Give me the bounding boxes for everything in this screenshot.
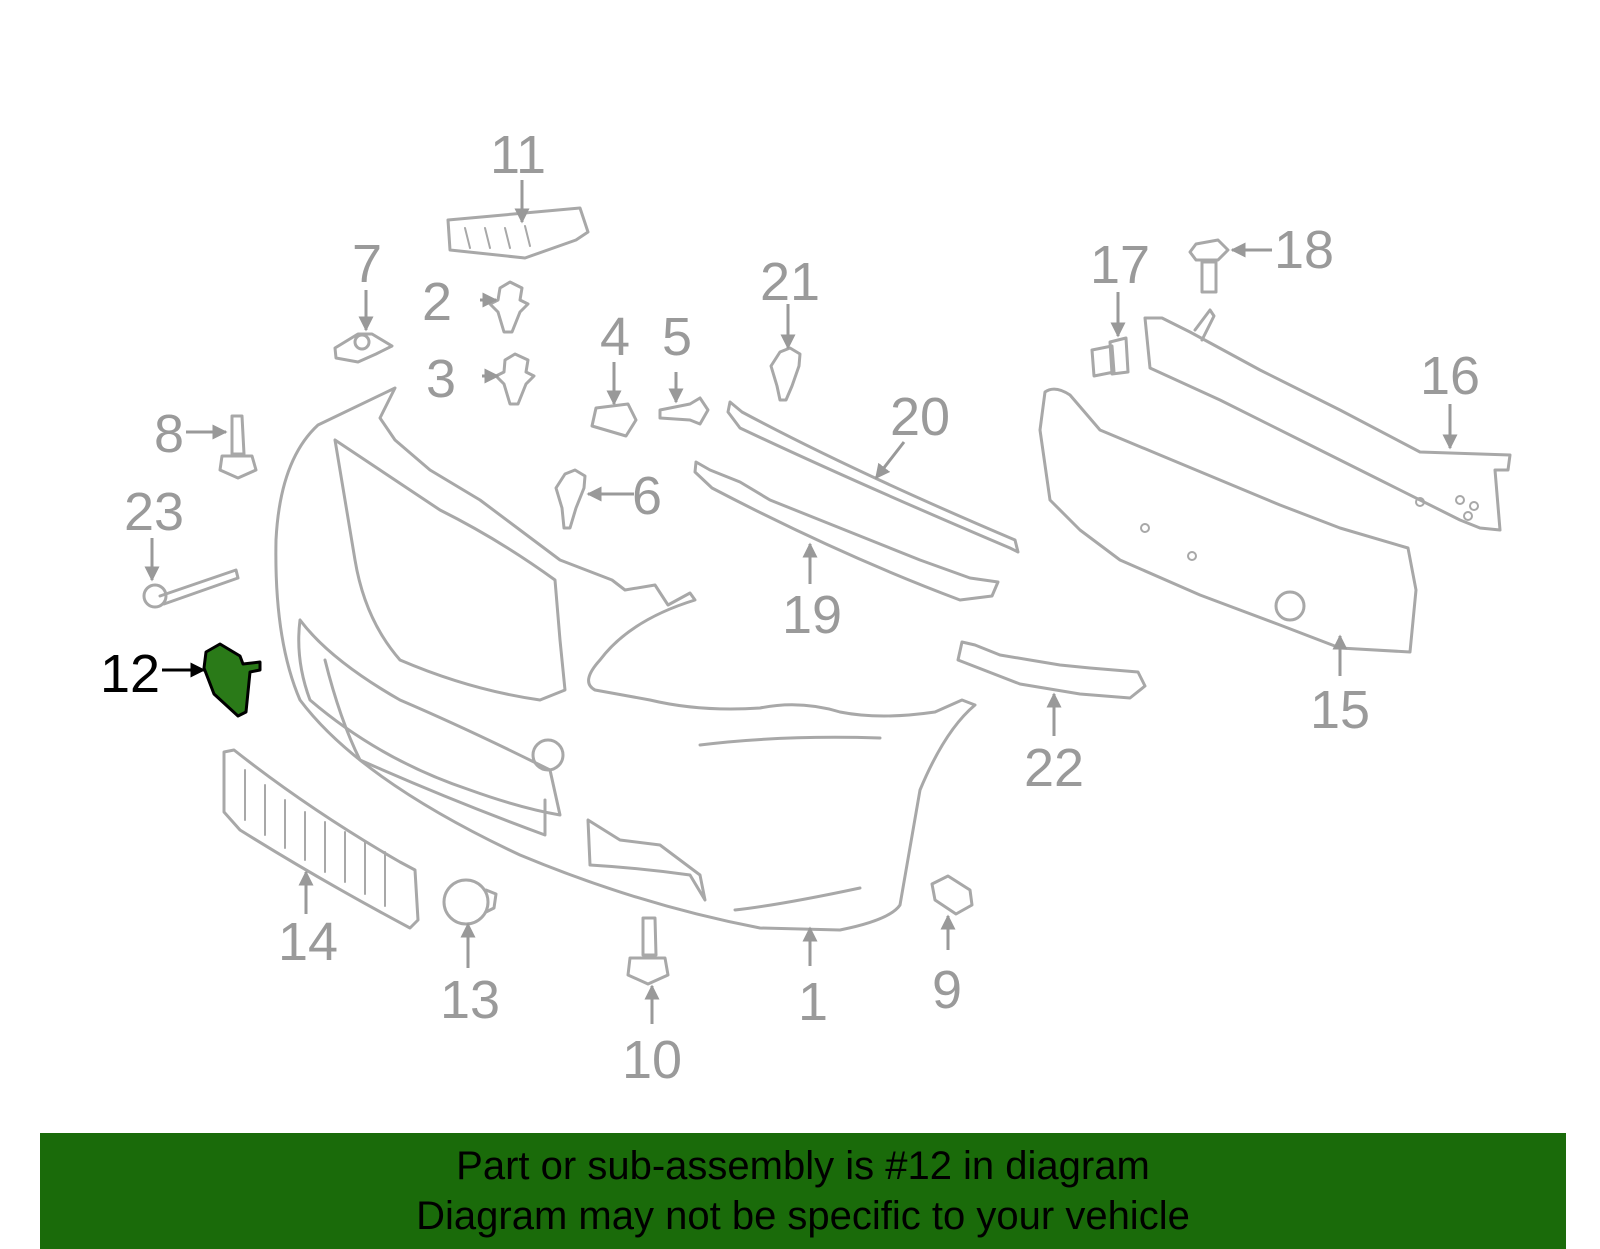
part-12-highlighted[interactable]	[202, 642, 262, 718]
part-2-clip[interactable]	[488, 280, 530, 334]
callout-6[interactable]: 6	[632, 466, 662, 526]
callout-2[interactable]: 2	[422, 272, 452, 332]
callout-21[interactable]: 21	[760, 252, 820, 312]
callout-15[interactable]: 15	[1310, 680, 1370, 740]
callout-23[interactable]: 23	[124, 482, 184, 542]
callout-5[interactable]: 5	[662, 307, 692, 367]
callout-17[interactable]: 17	[1090, 235, 1150, 295]
part-6-clip[interactable]	[554, 468, 587, 530]
part-13-cap[interactable]	[442, 878, 498, 926]
callout-9[interactable]: 9	[932, 960, 962, 1020]
callout-labels: 1 2 3 4 5 6 7 8 9 10 11 12 13 14 15 16 1…	[100, 125, 1480, 1090]
callout-13[interactable]: 13	[440, 970, 500, 1030]
part-22-bracket[interactable]	[956, 640, 1147, 700]
leader-arrows	[144, 180, 1458, 1024]
part-9-nut[interactable]	[930, 874, 974, 916]
part-16-reinforcement[interactable]	[1143, 308, 1512, 532]
callout-19[interactable]: 19	[782, 585, 842, 645]
part-23-screw[interactable]	[142, 568, 240, 609]
callout-7[interactable]: 7	[352, 234, 382, 294]
callout-22[interactable]: 22	[1024, 738, 1084, 798]
banner-line-part: Part or sub-assembly is #12 in diagram	[456, 1144, 1150, 1188]
callout-20[interactable]: 20	[890, 387, 950, 447]
part-19-strip[interactable]	[693, 460, 1000, 602]
part-20-strip[interactable]	[726, 400, 1020, 554]
callout-16[interactable]: 16	[1420, 346, 1480, 406]
part-10-bolt[interactable]	[626, 916, 670, 986]
part-8-bolt[interactable]	[218, 414, 258, 480]
callout-1[interactable]: 1	[798, 972, 828, 1032]
part-1-bumper-cover[interactable]	[274, 386, 977, 932]
part-14-grille[interactable]	[222, 748, 420, 930]
part-15-absorber[interactable]	[1038, 387, 1418, 654]
callout-12[interactable]: 12	[100, 644, 160, 704]
callout-18[interactable]: 18	[1274, 220, 1334, 280]
callout-8[interactable]: 8	[154, 404, 184, 464]
part-4-plate[interactable]	[590, 402, 638, 438]
part-11-bracket[interactable]	[446, 206, 590, 260]
callout-4[interactable]: 4	[600, 307, 630, 367]
callout-14[interactable]: 14	[278, 912, 338, 972]
part-21-clip[interactable]	[769, 346, 802, 402]
callout-11[interactable]: 11	[490, 125, 546, 185]
part-7-nut[interactable]	[333, 332, 394, 364]
part-18-bolt[interactable]	[1188, 238, 1230, 294]
callout-10[interactable]: 10	[622, 1030, 682, 1090]
part-3-clip[interactable]	[494, 352, 536, 406]
part-5-screw[interactable]	[658, 396, 710, 426]
part-17-cap[interactable]	[1090, 336, 1130, 378]
banner-line-disclaimer: Diagram may not be specific to your vehi…	[416, 1194, 1190, 1238]
callout-3[interactable]: 3	[426, 349, 456, 409]
info-banner: Part or sub-assembly is #12 in diagram D…	[40, 1133, 1566, 1249]
